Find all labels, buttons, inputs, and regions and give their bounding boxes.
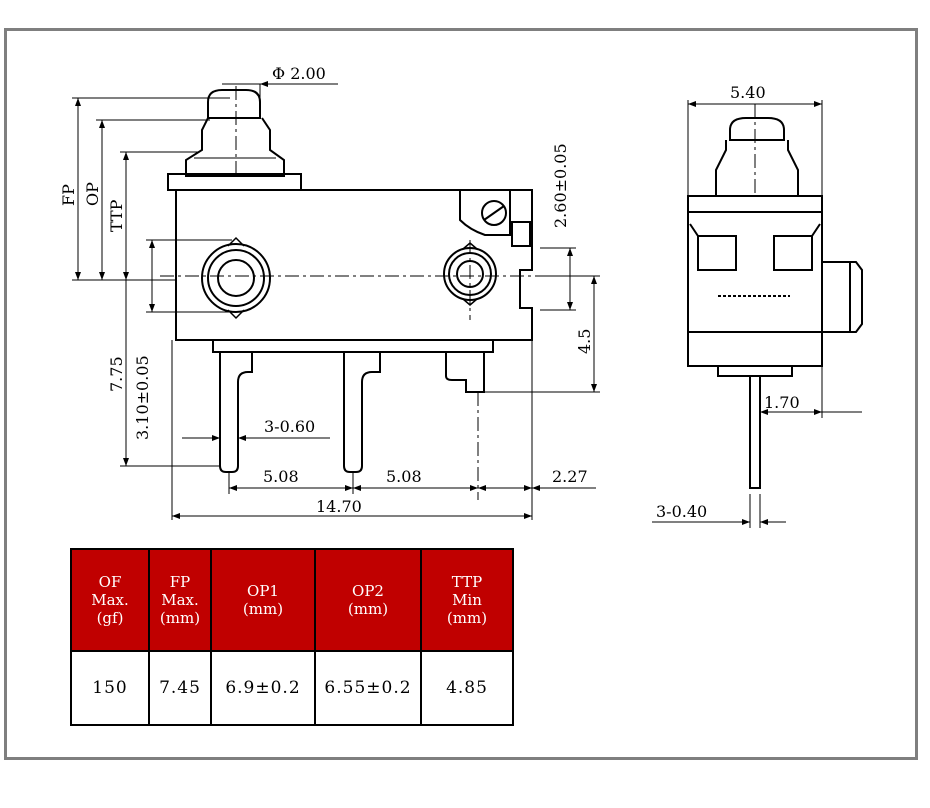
value-op2: 6.55±0.2 bbox=[314, 650, 422, 726]
dim-fp: FP bbox=[59, 184, 78, 206]
dim-7-75: 7.75 bbox=[107, 356, 126, 392]
dim-3-10: 3.10±0.05 bbox=[133, 355, 152, 440]
value-of: 150 bbox=[70, 650, 150, 726]
dim-side-offset: 1.70 bbox=[764, 393, 800, 412]
spec-table-value-row: 150 7.45 6.9±0.2 6.55±0.2 4.85 bbox=[70, 650, 514, 726]
dim-pin-diameter: Φ 2.00 bbox=[272, 64, 326, 83]
dim-pitch-left: 5.08 bbox=[263, 467, 299, 486]
header-fp: FP Max. (mm) bbox=[148, 548, 212, 652]
front-centerlines bbox=[160, 86, 540, 500]
header-ttp: TTP Min (mm) bbox=[420, 548, 514, 652]
side-dimension-lines bbox=[652, 100, 862, 528]
dim-total-length: 14.70 bbox=[316, 497, 362, 516]
value-ttp: 4.85 bbox=[420, 650, 514, 726]
dim-4-5: 4.5 bbox=[575, 329, 594, 354]
value-op1: 6.9±0.2 bbox=[210, 650, 316, 726]
dim-ttp: TTP bbox=[107, 199, 126, 232]
dim-pitch-right: 5.08 bbox=[386, 467, 422, 486]
dim-op: OP bbox=[83, 182, 102, 206]
dim-offset-right: 2.27 bbox=[552, 467, 588, 486]
spec-table-header-row: OF Max. (gf) FP Max. (mm) OP1 (mm) OP2 (… bbox=[70, 548, 514, 652]
header-of: OF Max. (gf) bbox=[70, 548, 150, 652]
spec-table: OF Max. (gf) FP Max. (mm) OP1 (mm) OP2 (… bbox=[70, 548, 514, 726]
value-fp: 7.45 bbox=[148, 650, 212, 726]
dim-2-60: 2.60±0.05 bbox=[551, 143, 570, 228]
dim-terminal-width: 3-0.60 bbox=[264, 417, 315, 436]
dim-side-terminal: 3-0.40 bbox=[656, 502, 707, 521]
header-op1: OP1 (mm) bbox=[210, 548, 316, 652]
side-view bbox=[687, 117, 863, 489]
arrowheads bbox=[75, 81, 822, 525]
header-op2: OP2 (mm) bbox=[314, 548, 422, 652]
dimension-labels: Φ 2.00 FP OP TTP 7.75 3.10±0.05 2.60±0.0… bbox=[59, 64, 800, 521]
front-view bbox=[167, 89, 533, 473]
dim-side-width: 5.40 bbox=[730, 83, 766, 102]
